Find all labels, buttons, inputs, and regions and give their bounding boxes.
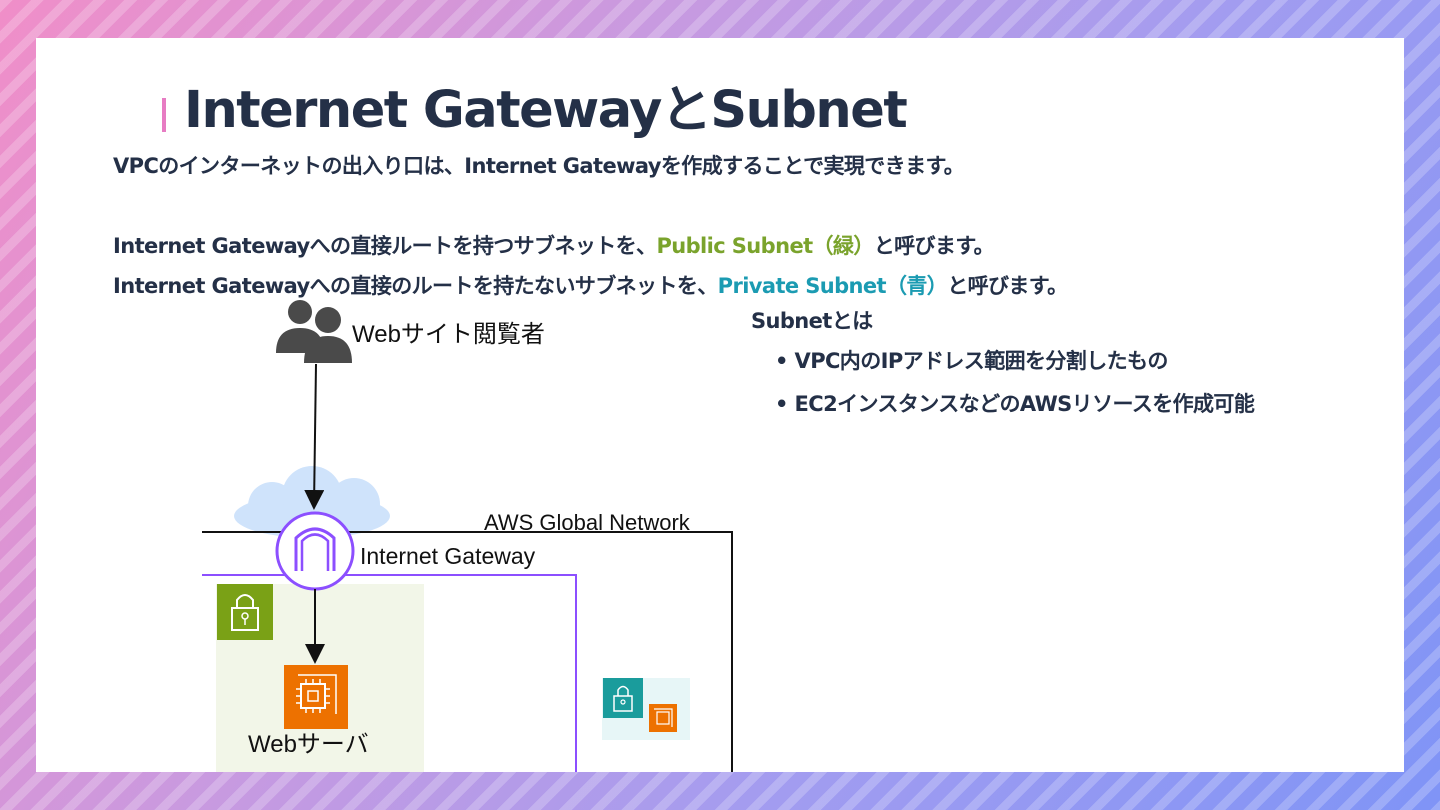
private-subnet-line: Internet Gatewayへの直接のルートを持たないサブネットを、Priv… (113, 270, 1068, 300)
subnet-definition: Subnetとは VPC内のIPアドレス範囲を分割したもの EC2インスタンスな… (751, 305, 1255, 431)
igw-label: Internet Gateway (360, 543, 536, 569)
network-diagram: Webサイト閲覧者 AWS Global Network Inte (202, 300, 733, 772)
private-subnet-line-prefix: Internet Gatewayへの直接のルートを持たないサブネットを、 (113, 274, 718, 298)
title-accent-bar (162, 98, 166, 132)
users-label: Webサイト閲覧者 (352, 321, 545, 348)
public-subnet-line-prefix: Internet Gatewayへの直接ルートを持つサブネットを、 (113, 234, 657, 258)
private-subnet-highlight: Private Subnet（青） (717, 274, 948, 298)
intro-line: VPCのインターネットの出入り口は、Internet Gatewayを作成するこ… (113, 154, 965, 178)
arrow-users-to-gateway (304, 363, 325, 510)
private-ec2-icon (649, 704, 677, 732)
slide-title: Internet GatewayとSubnet (184, 81, 908, 140)
subnet-definition-list: VPC内のIPアドレス範囲を分割したもの EC2インスタンスなどのAWSリソース… (751, 345, 1255, 418)
subnet-definition-heading: Subnetとは (751, 309, 873, 333)
public-subnet-lock-icon (217, 584, 273, 640)
private-subnet-line-suffix: と呼びます。 (947, 274, 1068, 298)
private-subnet-lock-icon (603, 678, 643, 718)
public-subnet-line: Internet Gatewayへの直接ルートを持つサブネットを、Public … (113, 230, 995, 260)
users-icon (276, 300, 352, 363)
global-network-border (202, 531, 733, 772)
public-subnet-highlight: Public Subnet（緑） (656, 234, 874, 258)
global-network-label: AWS Global Network (484, 510, 691, 535)
subnet-definition-item: EC2インスタンスなどのAWSリソースを作成可能 (775, 388, 1255, 418)
subnet-definition-item: VPC内のIPアドレス範囲を分割したもの (775, 345, 1254, 375)
internet-gateway-icon (275, 511, 355, 591)
server-label: Webサーバ (248, 731, 369, 758)
slide: Internet GatewayとSubnet VPCのインターネットの出入り口… (36, 38, 1404, 772)
public-subnet-line-suffix: と呼びます。 (873, 234, 995, 258)
ec2-instance-icon (284, 665, 348, 729)
